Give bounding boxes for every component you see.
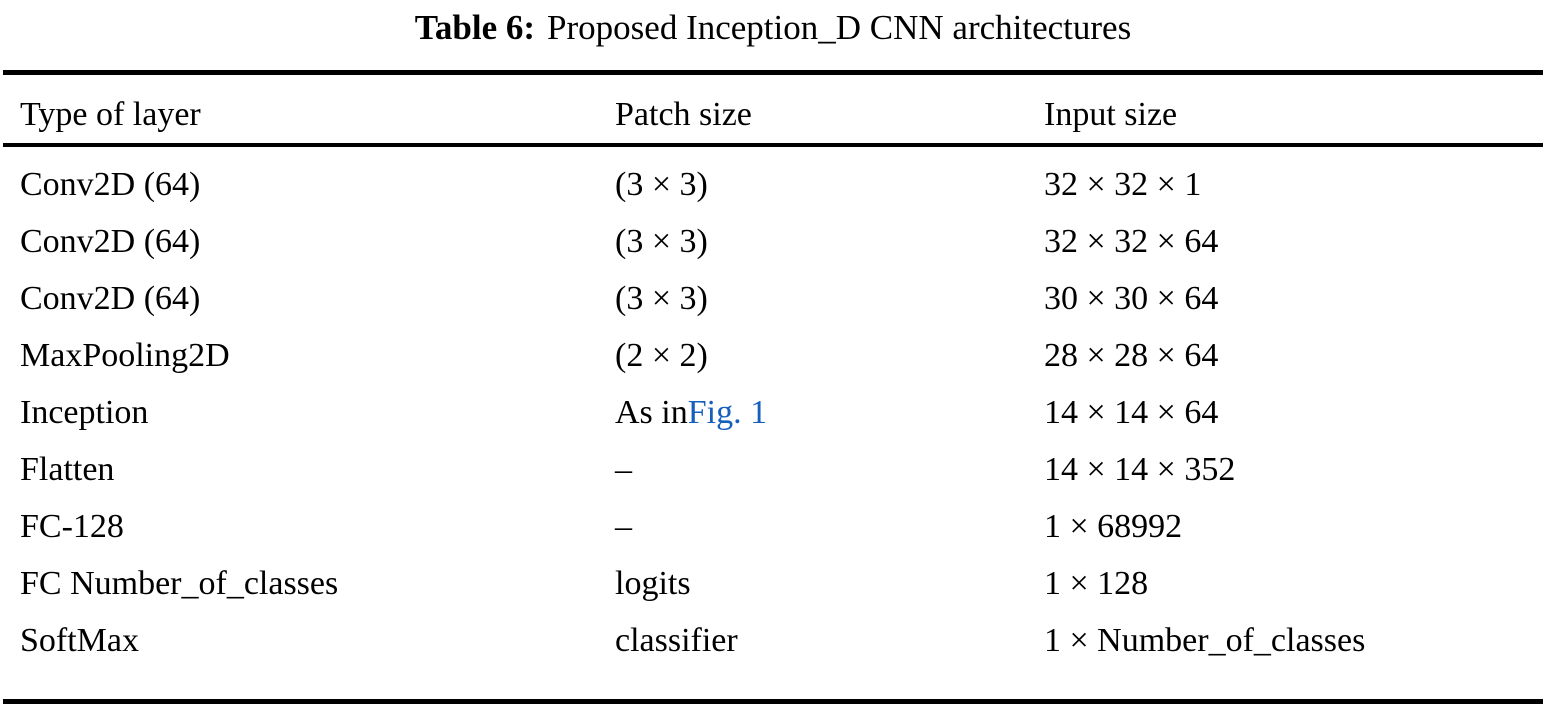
table-rule-top xyxy=(3,70,1543,75)
cell-input-size: 1 × Number_of_classes xyxy=(1044,612,1365,669)
cell-type-of-layer: FC Number_of_classes xyxy=(10,555,610,612)
cell-type-of-layer-text: Flatten xyxy=(20,450,115,488)
cell-type-of-layer-text: FC Number_of_classes xyxy=(20,564,339,602)
table-row: Flatten – 14 × 14 × 352 xyxy=(0,441,1546,498)
cell-input-size-text: 30 × 30 × 64 xyxy=(1044,279,1219,317)
column-header-input-size: Input size xyxy=(1044,86,1177,143)
cell-patch-size-text: (3 × 3) xyxy=(615,279,708,317)
cell-patch-size: (3 × 3) xyxy=(615,213,1035,270)
cell-input-size: 14 × 14 × 352 xyxy=(1044,441,1235,498)
cell-input-size: 32 × 32 × 64 xyxy=(1044,213,1218,270)
cell-patch-size-text: – xyxy=(615,507,632,545)
cell-type-of-layer: MaxPooling2D xyxy=(10,327,610,384)
cell-type-of-layer: Inception xyxy=(10,384,610,441)
cell-patch-size-text: (3 × 3) xyxy=(615,222,708,260)
table-rule-header xyxy=(3,143,1543,147)
table-rule-bottom xyxy=(3,699,1543,704)
cell-type-of-layer-text: FC-128 xyxy=(20,507,124,545)
cell-patch-size: As in Fig. 1 xyxy=(615,384,1035,441)
cell-type-of-layer-text: MaxPooling2D xyxy=(20,336,230,374)
cell-type-of-layer-text: Conv2D (64) xyxy=(20,165,201,203)
table-caption-label: Table 6: xyxy=(414,8,536,47)
cell-type-of-layer-text: Conv2D (64) xyxy=(20,279,201,317)
cell-patch-size: classifier xyxy=(615,612,1035,669)
cell-type-of-layer: SoftMax xyxy=(10,612,610,669)
column-header-patch-size-label: Patch size xyxy=(615,95,752,133)
cell-input-size-text: 14 × 14 × 64 xyxy=(1044,393,1219,431)
cell-type-of-layer-text: Conv2D (64) xyxy=(20,222,201,260)
cell-patch-size: – xyxy=(615,498,1035,555)
table-row: Conv2D (64) (3 × 3) 32 × 32 × 1 xyxy=(0,156,1546,213)
cell-input-size: 1 × 68992 xyxy=(1044,498,1182,555)
cell-patch-size: – xyxy=(615,441,1035,498)
cell-input-size-text: 32 × 32 × 64 xyxy=(1044,222,1219,260)
cell-patch-size-text: – xyxy=(615,450,632,488)
cell-patch-size-text: (3 × 3) xyxy=(615,165,708,203)
cell-patch-size-text: classifier xyxy=(615,621,738,659)
table-header-row: Type of layer Patch size Input size xyxy=(0,86,1546,143)
cell-patch-size: (3 × 3) xyxy=(615,156,1035,213)
table-caption: Table 6: Proposed Inception_D CNN archite… xyxy=(0,4,1546,52)
cell-input-size-text: 14 × 14 × 352 xyxy=(1044,450,1236,488)
cell-type-of-layer: Conv2D (64) xyxy=(10,156,610,213)
table-row: FC Number_of_classes logits 1 × 128 xyxy=(0,555,1546,612)
cell-input-size-text: 1 × 68992 xyxy=(1044,507,1183,545)
table-row: FC-128 – 1 × 68992 xyxy=(0,498,1546,555)
cell-input-size: 30 × 30 × 64 xyxy=(1044,270,1218,327)
cell-input-size: 1 × 128 xyxy=(1044,555,1148,612)
cell-input-size-text: 32 × 32 × 1 xyxy=(1044,165,1202,203)
column-header-type-of-layer: Type of layer xyxy=(10,86,610,143)
cell-type-of-layer-text: SoftMax xyxy=(20,621,139,659)
table-row: Inception As in Fig. 1 14 × 14 × 64 xyxy=(0,384,1546,441)
cell-patch-size: (2 × 2) xyxy=(615,327,1035,384)
cell-input-size-text: 28 × 28 × 64 xyxy=(1044,336,1219,374)
cell-input-size-text: 1 × Number_of_classes xyxy=(1044,621,1366,659)
cell-patch-size-text: logits xyxy=(615,564,691,602)
table-caption-text: Proposed Inception_D CNN architectures xyxy=(547,8,1132,47)
cell-patch-size-text: As in xyxy=(615,393,688,431)
cell-type-of-layer: Flatten xyxy=(10,441,610,498)
table-row: Conv2D (64) (3 × 3) 32 × 32 × 64 xyxy=(0,213,1546,270)
cell-type-of-layer: Conv2D (64) xyxy=(10,270,610,327)
table-row: MaxPooling2D (2 × 2) 28 × 28 × 64 xyxy=(0,327,1546,384)
figure-1-link[interactable]: Fig. 1 xyxy=(687,393,768,431)
cell-type-of-layer: FC-128 xyxy=(10,498,610,555)
cell-type-of-layer-text: Inception xyxy=(20,393,149,431)
cell-patch-size: logits xyxy=(615,555,1035,612)
cell-patch-size: (3 × 3) xyxy=(615,270,1035,327)
cell-type-of-layer: Conv2D (64) xyxy=(10,213,610,270)
cell-patch-size-text: (2 × 2) xyxy=(615,336,708,374)
cell-input-size-text: 1 × 128 xyxy=(1044,564,1149,602)
cell-input-size: 28 × 28 × 64 xyxy=(1044,327,1218,384)
table-row: SoftMax classifier 1 × Number_of_classes xyxy=(0,612,1546,669)
cell-input-size: 32 × 32 × 1 xyxy=(1044,156,1201,213)
column-header-type-of-layer-label: Type of layer xyxy=(20,95,201,133)
column-header-input-size-label: Input size xyxy=(1044,95,1178,133)
cell-input-size: 14 × 14 × 64 xyxy=(1044,384,1218,441)
table-row: Conv2D (64) (3 × 3) 30 × 30 × 64 xyxy=(0,270,1546,327)
column-header-patch-size: Patch size xyxy=(615,86,1035,143)
